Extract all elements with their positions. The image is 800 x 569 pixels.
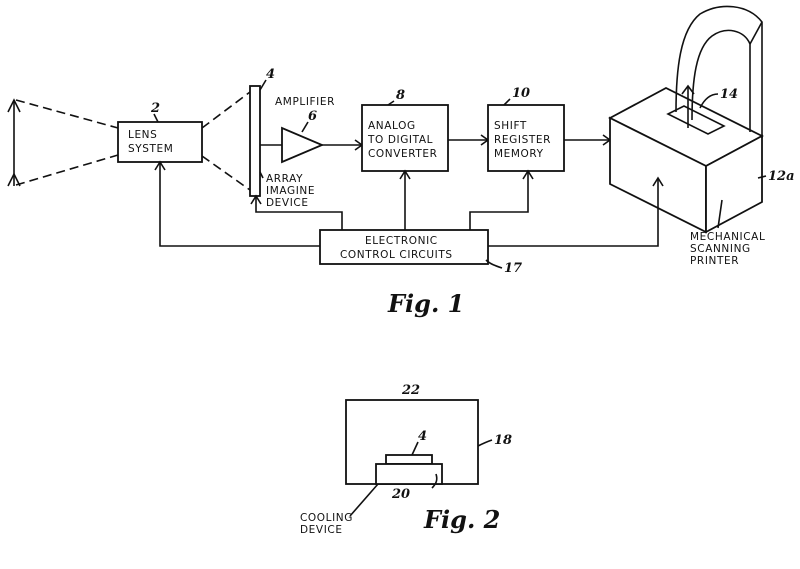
lens-label-1: LENS [128,129,157,141]
ref-lens: 2 [150,101,160,116]
lens-system-box [117,121,203,163]
adc-box [361,104,449,172]
printer-label-2: SCANNING [690,243,751,255]
ref-amp: 6 [308,109,317,124]
ref-shift: 10 [512,86,530,101]
amplifier-symbol [281,126,325,164]
ecc-label-2: CONTROL CIRCUITS [340,249,453,261]
ref-housing-top: 22 [401,383,420,398]
ray-top-right [201,91,251,129]
cooling-label-2: DEVICE [300,524,343,536]
ray-top-left [15,99,119,129]
ref-array-fig2: 4 [418,429,427,444]
printed-paper [675,5,763,138]
array-label-2: IMAGINE [266,185,315,197]
lens-label-2: SYSTEM [128,143,173,155]
ray-bottom-right [201,155,251,191]
adc-label-3: CONVERTER [368,148,438,160]
shift-register-box [487,104,565,172]
ref-paper: 14 [720,87,738,102]
adc-label-2: TO DIGITAL [367,134,433,146]
ref-cooling: 20 [391,487,410,502]
array-label-1: ARRAY [266,173,303,185]
amplifier-label: AMPLIFIER [275,96,335,108]
adc-label-1: ANALOG [368,120,416,132]
ref-printer: 12a [768,169,795,184]
array-imaging-device [249,85,261,197]
cooling-device-box [375,463,443,485]
control-lines [154,160,664,247]
ref-array: 4 [266,67,275,82]
shift-label-1: SHIFT [494,120,527,132]
cooling-label-1: COOLING [300,512,353,524]
figure-1-caption: Fig. 1 [387,289,464,318]
ref-ecc: 17 [504,261,522,276]
electronic-control-circuits-box [319,229,489,265]
figure-2-caption: Fig. 2 [423,505,500,534]
printer-label-3: PRINTER [690,255,739,267]
printer-label-1: MECHANICAL [690,231,765,243]
ecc-label-1: ELECTRONIC [365,235,438,247]
mechanical-scanning-printer [608,86,764,234]
ray-bottom-left [15,154,119,186]
object-arrow [7,98,21,187]
ref-adc: 8 [396,88,405,103]
ref-housing: 18 [494,433,512,448]
shift-label-2: REGISTER [494,134,551,146]
imaging-array-fig2 [385,454,433,465]
array-label-3: DEVICE [266,197,309,209]
shift-label-3: MEMORY [494,148,544,160]
